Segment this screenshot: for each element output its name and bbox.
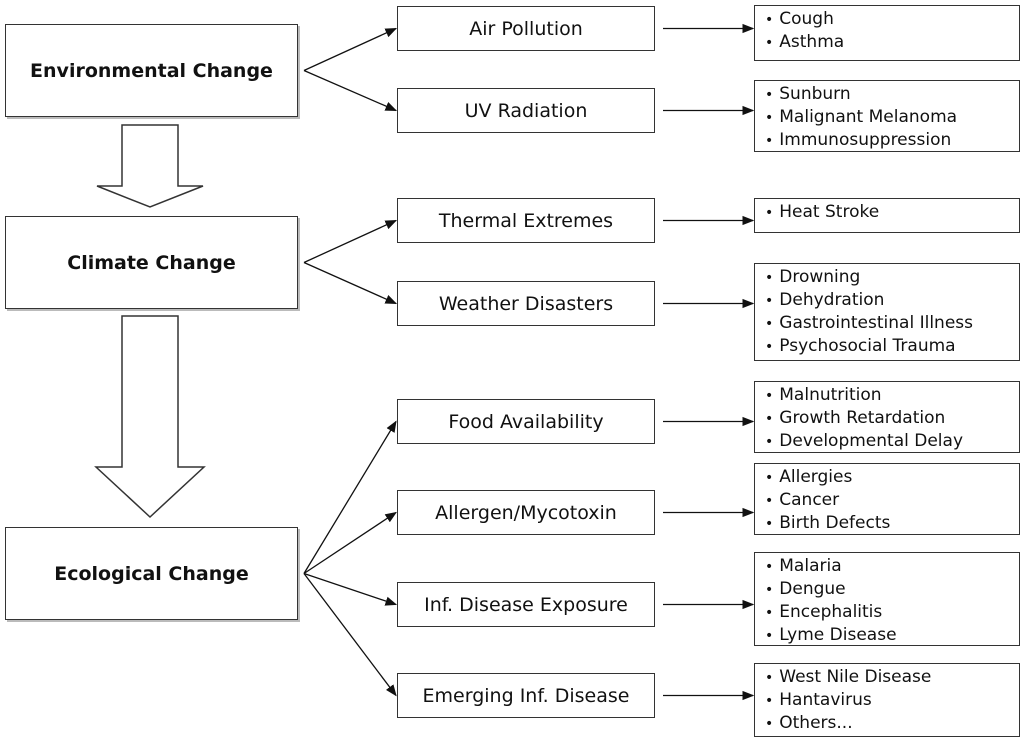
outcome-item: Heat Stroke xyxy=(765,201,1019,224)
outcome-item: Asthma xyxy=(765,31,1019,54)
driver-label: Environmental Change xyxy=(30,59,273,82)
outcome-item: Cough xyxy=(765,8,1019,31)
outcome-list-uv-radiation: Sunburn Malignant Melanoma Immunosuppres… xyxy=(754,80,1020,152)
pathway-label: Thermal Extremes xyxy=(438,209,614,232)
arrow-eco-to-infexp xyxy=(303,572,398,606)
driver-climate-change: Climate Change xyxy=(5,216,298,309)
outcome-item: Dehydration xyxy=(765,289,1019,312)
arrow-eco-to-allergen xyxy=(303,511,397,575)
outcome-item: Malignant Melanoma xyxy=(765,106,1019,129)
pathway-label: Inf. Disease Exposure xyxy=(424,593,628,616)
arrow-clim-to-weather xyxy=(303,261,398,305)
pathway-label: Weather Disasters xyxy=(438,292,614,315)
outcome-item: Allergies xyxy=(765,466,1019,489)
outcome-list-allergen-mycotoxin: Allergies Cancer Birth Defects xyxy=(754,463,1020,535)
outcome-item: Encephalitis xyxy=(765,601,1019,624)
pathway-label: Air Pollution xyxy=(469,17,583,40)
outcome-item: Others... xyxy=(765,712,1019,735)
outcome-item: Birth Defects xyxy=(765,512,1019,535)
down-arrow-climate-to-ecological xyxy=(94,315,206,519)
outcome-list-weather-disasters: Drowning Dehydration Gastrointestinal Il… xyxy=(754,263,1020,361)
down-arrow-env-to-climate xyxy=(96,124,204,208)
pathway-emerging-inf-disease: Emerging Inf. Disease xyxy=(397,673,655,718)
outcome-list-emerging-inf-disease: West Nile Disease Hantavirus Others... xyxy=(754,663,1020,737)
arrow-env-to-uv xyxy=(303,69,398,112)
outcome-item: West Nile Disease xyxy=(765,666,1019,689)
outcome-item: Developmental Delay xyxy=(765,430,1019,453)
pathway-inf-disease-exposure: Inf. Disease Exposure xyxy=(397,582,655,627)
driver-ecological-change: Ecological Change xyxy=(5,527,298,620)
outcome-list-air-pollution: Cough Asthma xyxy=(754,5,1020,61)
outcome-list-thermal-extremes: Heat Stroke xyxy=(754,198,1020,233)
driver-label: Ecological Change xyxy=(54,562,249,585)
arrow-clim-to-thermal xyxy=(303,219,398,264)
driver-label: Climate Change xyxy=(67,251,236,274)
outcome-item: Drowning xyxy=(765,266,1019,289)
pathway-label: Food Availability xyxy=(448,410,604,433)
outcome-item: Psychosocial Trauma xyxy=(765,335,1019,358)
pathway-uv-radiation: UV Radiation xyxy=(397,88,655,133)
outcome-list-inf-disease-exposure: Malaria Dengue Encephalitis Lyme Disease xyxy=(754,552,1020,646)
pathway-food-availability: Food Availability xyxy=(397,399,655,444)
outcome-item: Gastrointestinal Illness xyxy=(765,312,1019,335)
arrow-env-to-air xyxy=(303,27,398,72)
outcome-item: Growth Retardation xyxy=(765,407,1019,430)
outcome-item: Malaria xyxy=(765,555,1019,578)
outcome-item: Dengue xyxy=(765,578,1019,601)
outcome-item: Malnutrition xyxy=(765,384,1019,407)
outcome-list-food-availability: Malnutrition Growth Retardation Developm… xyxy=(754,381,1020,453)
arrow-eco-to-food xyxy=(303,420,397,574)
pathway-air-pollution: Air Pollution xyxy=(397,6,655,51)
pathway-allergen-mycotoxin: Allergen/Mycotoxin xyxy=(397,490,655,535)
driver-environmental-change: Environmental Change xyxy=(5,24,298,117)
outcome-item: Hantavirus xyxy=(765,689,1019,712)
pathway-label: UV Radiation xyxy=(464,99,588,122)
pathway-label: Allergen/Mycotoxin xyxy=(435,501,617,524)
outcome-item: Immunosuppression xyxy=(765,129,1019,152)
arrow-eco-to-emerging xyxy=(303,573,397,697)
pathway-label: Emerging Inf. Disease xyxy=(422,684,630,707)
outcome-item: Sunburn xyxy=(765,83,1019,106)
pathway-weather-disasters: Weather Disasters xyxy=(397,281,655,326)
outcome-item: Cancer xyxy=(765,489,1019,512)
outcome-item: Lyme Disease xyxy=(765,624,1019,647)
pathway-thermal-extremes: Thermal Extremes xyxy=(397,198,655,243)
